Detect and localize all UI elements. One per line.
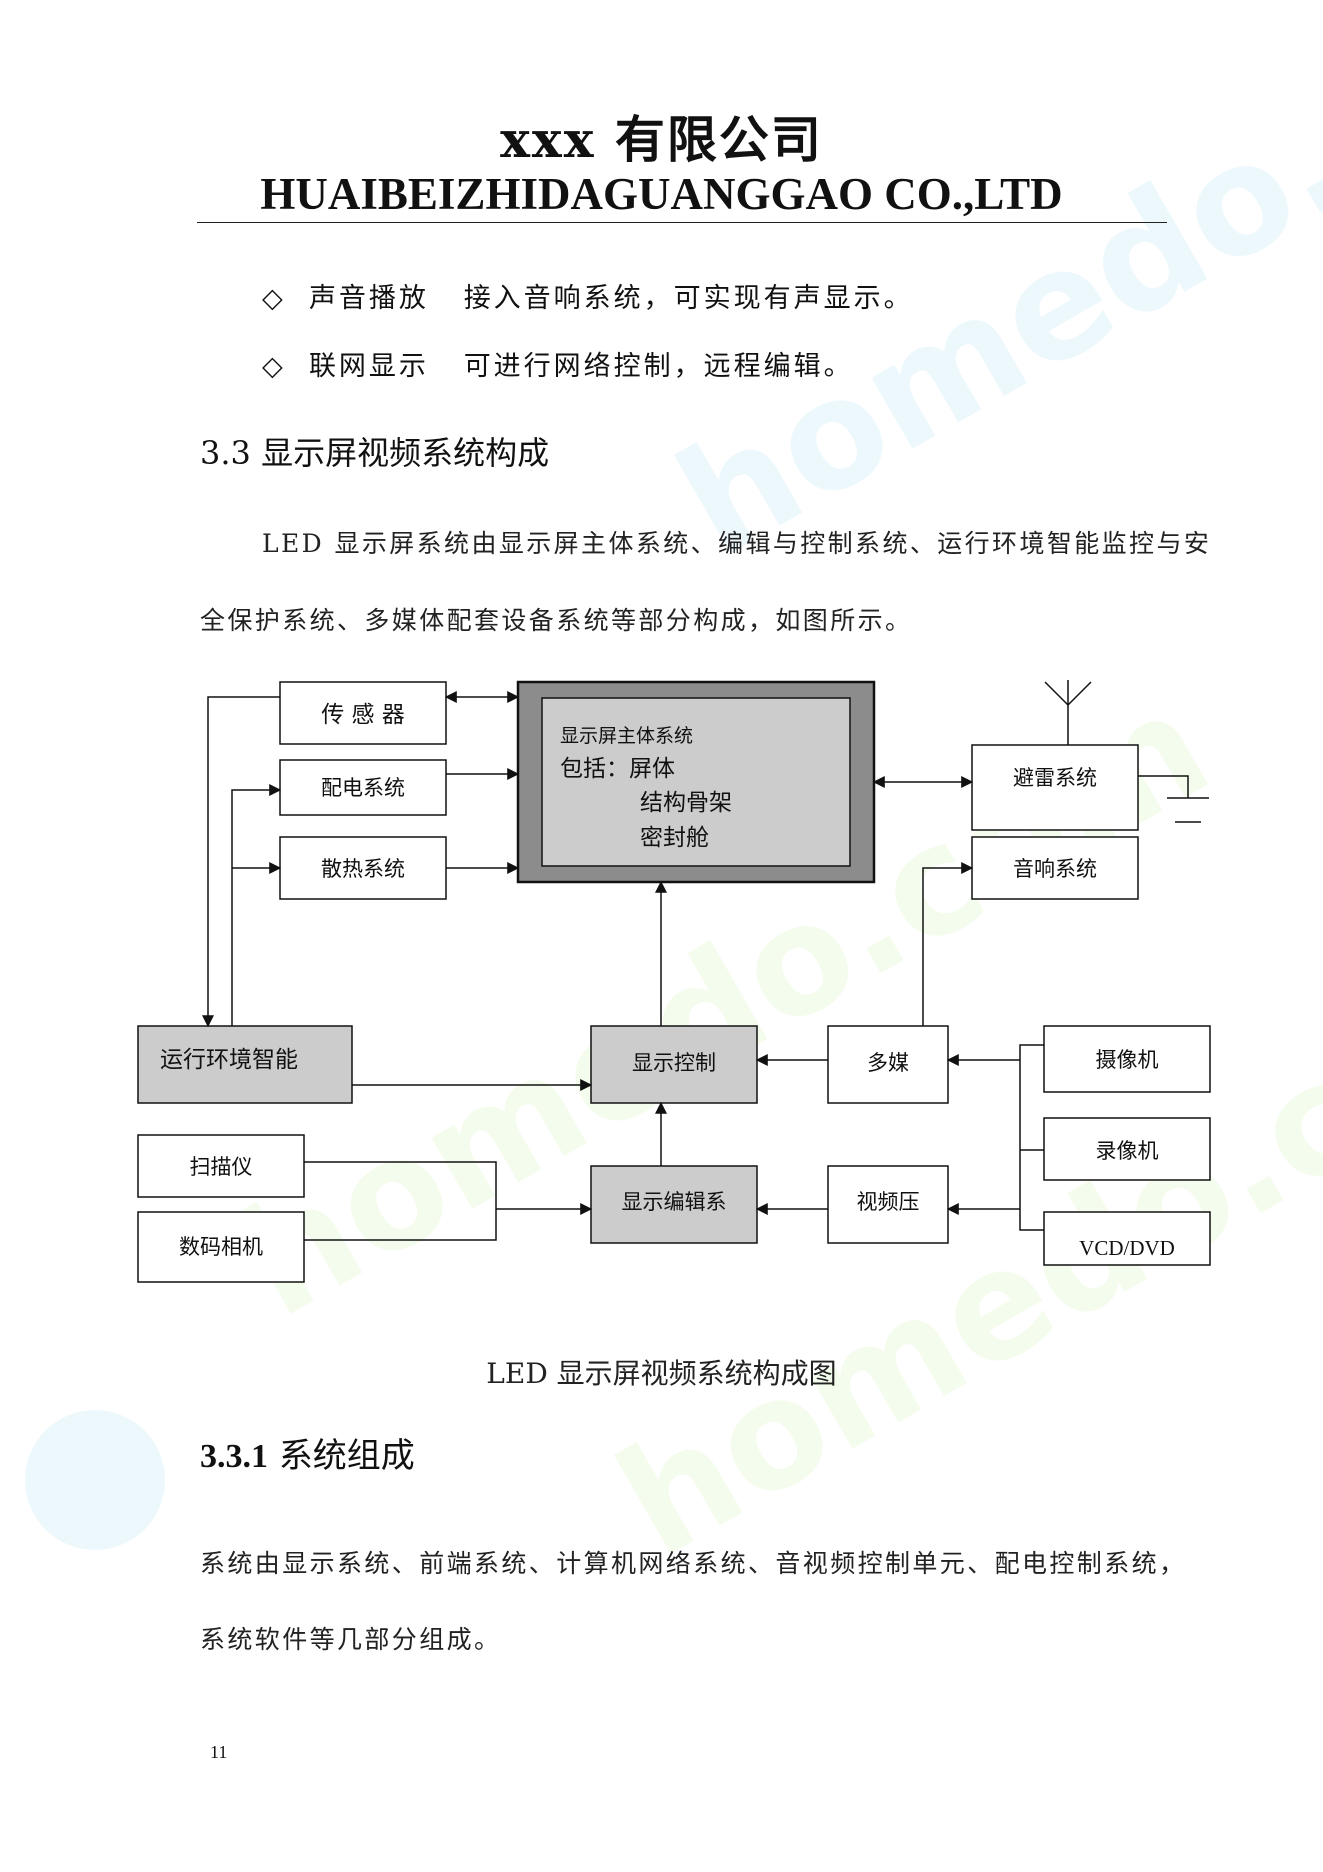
- control-box: [590, 1025, 758, 1104]
- bullet-term: 声音播放: [308, 283, 429, 314]
- ground-icon: [1138, 775, 1209, 823]
- header-divider: [197, 222, 1167, 223]
- camera-box: [1043, 1025, 1211, 1093]
- bullet-desc: 可进行网络控制，远程编辑。: [463, 351, 854, 382]
- system-diagram: 传 感 器 配电系统 散热系统 显示屏主体系统 包括：屏体 结构骨架 密封舱 避…: [137, 680, 1211, 1283]
- section-paragraph-line1: LED 显示屏系统由显示屏主体系统、编辑与控制系统、运行环境智能监控与安: [262, 529, 1212, 558]
- lightning-box: [971, 744, 1139, 831]
- control-label: 显示控制: [632, 1051, 716, 1075]
- power-label: 配电系统: [321, 776, 405, 800]
- subsection-paragraph-line1: 系统由显示系统、前端系统、计算机网络系统、音视频控制单元、配电控制系统，: [200, 1549, 1187, 1578]
- cooling-label: 散热系统: [321, 857, 405, 881]
- vcd-label: VCD/DVD: [1079, 1236, 1175, 1260]
- company-name-en: HUAIBEIZHIDAGUANGGAO CO.,LTD: [260, 169, 1063, 219]
- page-number: 11: [210, 1742, 228, 1762]
- diagram-caption: LED 显示屏视频系统构成图: [486, 1357, 837, 1390]
- video-box: [827, 1165, 949, 1244]
- audio-box: [971, 836, 1139, 900]
- lightning-label: 避雷系统: [1013, 766, 1097, 790]
- scanner-editor-line: [304, 1161, 497, 1241]
- digicam-label: 数码相机: [179, 1235, 263, 1259]
- camera-label: 摄像机: [1096, 1048, 1159, 1072]
- vcd-box: [1043, 1211, 1211, 1266]
- main-system-line3: 密封舱: [640, 825, 709, 851]
- env-label: 运行环境智能: [160, 1047, 298, 1073]
- env-power-line: [231, 784, 282, 1026]
- video-label: 视频压: [857, 1190, 920, 1214]
- digicam-box: [137, 1211, 305, 1283]
- env-box: [137, 1025, 353, 1104]
- main-system-line1: 包括：屏体: [560, 756, 675, 782]
- antenna-icon: [1044, 680, 1092, 745]
- audio-label: 音响系统: [1013, 857, 1097, 881]
- devices-bus-line: [1019, 1044, 1044, 1231]
- subsection-title: 系统组成: [278, 1436, 415, 1476]
- bullet-item: ◇ 联网显示 可进行网络控制，远程编辑。: [262, 344, 854, 383]
- scanner-box: [137, 1134, 305, 1198]
- main-system-title: 显示屏主体系统: [560, 725, 693, 747]
- sensor-label: 传 感 器: [321, 702, 405, 728]
- sensor-box: [279, 681, 447, 745]
- subsection-number: 3.3.1: [200, 1438, 268, 1475]
- editor-label: 显示编辑系: [622, 1190, 727, 1214]
- section-paragraph-line2: 全保护系统、多媒体配套设备系统等部分构成，如图所示。: [200, 606, 913, 635]
- diamond-bullet-icon: ◇: [262, 283, 286, 314]
- main-system-inner: [541, 697, 851, 867]
- multimedia-label: 多媒: [867, 1051, 909, 1075]
- bullet-item: ◇ 声音播放 接入音响系统，可实现有声显示。: [262, 276, 914, 315]
- subsection-paragraph-line2: 系统软件等几部分组成。: [200, 1625, 502, 1654]
- editor-box: [590, 1165, 758, 1244]
- recorder-label: 录像机: [1096, 1139, 1159, 1163]
- bullet-term: 联网显示: [308, 351, 429, 382]
- recorder-box: [1043, 1117, 1211, 1181]
- company-name-cn: xxx 有限公司: [500, 110, 823, 169]
- scanner-label: 扫描仪: [190, 1155, 253, 1179]
- bullet-desc: 接入音响系统，可实现有声显示。: [463, 283, 914, 314]
- sensor-env-line: [202, 696, 280, 1028]
- main-system-line2: 结构骨架: [640, 790, 732, 816]
- subsection-heading: 3.3.1 系统组成: [200, 1428, 415, 1477]
- multimedia-audio-line: [922, 862, 974, 1026]
- section-heading: 3.3 显示屏视频系统构成: [200, 434, 550, 472]
- diamond-bullet-icon: ◇: [262, 351, 286, 382]
